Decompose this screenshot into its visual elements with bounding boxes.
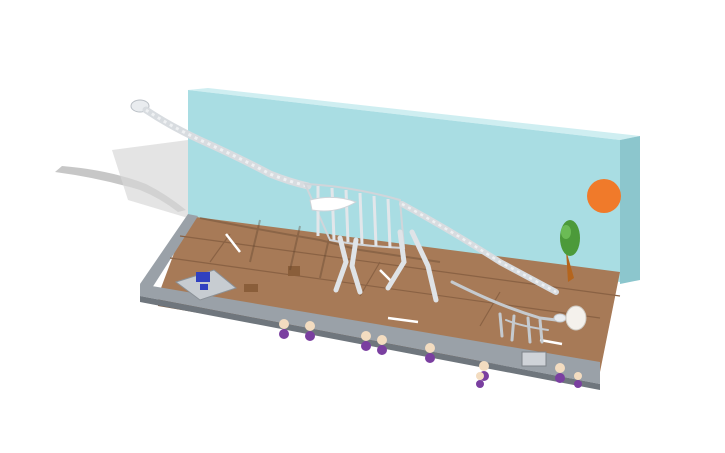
skeleton-shadow	[55, 140, 188, 218]
floor-plaque[interactable]	[521, 351, 547, 367]
dinosaur-egg[interactable]	[565, 305, 587, 331]
visitor[interactable]	[279, 319, 289, 339]
visitor[interactable]	[476, 372, 484, 388]
visitor[interactable]	[361, 331, 371, 351]
visitor[interactable]	[574, 372, 582, 388]
painted-tree[interactable]	[560, 220, 580, 282]
visitor[interactable]	[555, 363, 565, 383]
raptor-skeleton[interactable]	[450, 280, 567, 344]
floor-shadow	[199, 217, 441, 279]
visitor-figures[interactable]	[279, 319, 582, 388]
painted-sun[interactable]	[587, 179, 621, 213]
visitor[interactable]	[305, 321, 315, 341]
visitor[interactable]	[425, 343, 435, 363]
visitor[interactable]	[377, 335, 387, 355]
info-sign[interactable]	[174, 269, 238, 301]
brontosaurus-skeleton[interactable]	[130, 99, 559, 303]
